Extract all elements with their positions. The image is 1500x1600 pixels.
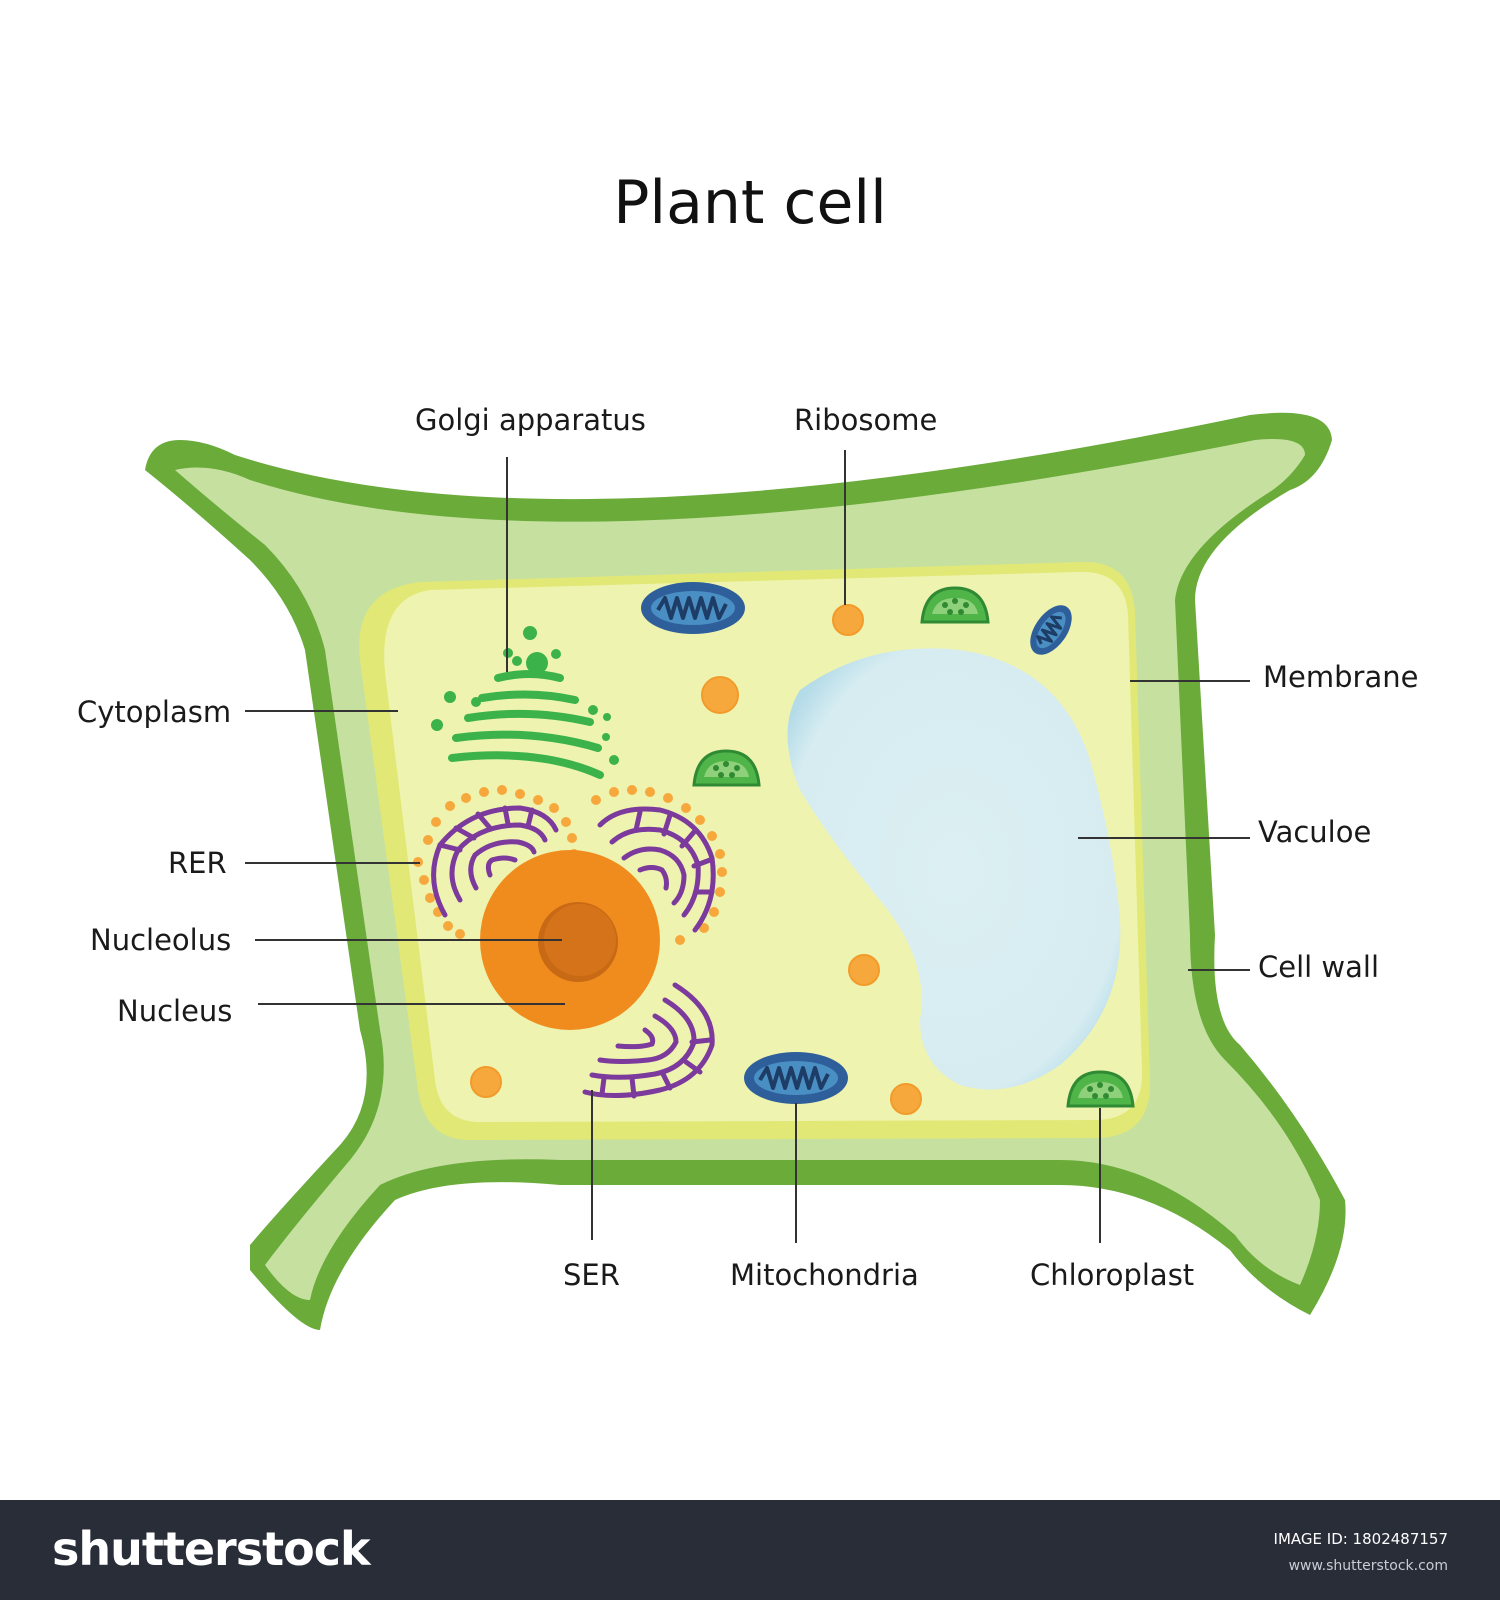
chloroplast-top [920,586,990,624]
footer-brand-logo[interactable]: shutterstock [52,1522,371,1576]
label-nucleolus: Nucleolus [90,923,232,957]
diagram-title: Plant cell [613,168,887,238]
ser-bottom [582,982,715,1099]
leader-lines [245,450,1250,1243]
golgi-vesicles [431,626,619,765]
label-cytoplasm: Cytoplasm [77,695,232,729]
label-rer: RER [168,846,227,880]
mitochondrion-top [641,582,745,634]
golgi-apparatus [448,670,604,779]
cell-illustration [145,412,1346,1330]
footer-image-id: IMAGE ID: 1802487157 [1273,1530,1448,1548]
rer-left [431,805,559,918]
mitochondrion-small [1030,605,1072,655]
label-mitochondria: Mitochondria [730,1258,919,1292]
label-nucleus: Nucleus [117,994,233,1028]
label-golgi-apparatus: Golgi apparatus [415,403,646,437]
footer-bar: shutterstock IMAGE ID: 1802487157 www.sh… [0,1500,1500,1600]
label-vacuole: Vaculoe [1258,815,1372,849]
label-ser: SER [563,1258,620,1292]
chloroplast-bottom [1066,1070,1135,1108]
free-ribosomes [470,604,922,1115]
rer-right [597,806,716,933]
footer-site-link[interactable]: www.shutterstock.com [1288,1558,1448,1574]
label-membrane: Membrane [1263,660,1419,694]
label-ribosome: Ribosome [794,403,938,437]
chloroplast-mid [692,749,761,787]
label-chloroplast: Chloroplast [1030,1258,1195,1292]
nucleolus-highlight [544,904,616,976]
vacuole-shape [787,648,1121,1090]
label-cell-wall: Cell wall [1258,950,1380,984]
plant-cell-diagram: Plant cell Golgi apparatus Ribosome Cyto… [77,168,1419,1330]
mitochondrion-bottom [744,1052,848,1104]
